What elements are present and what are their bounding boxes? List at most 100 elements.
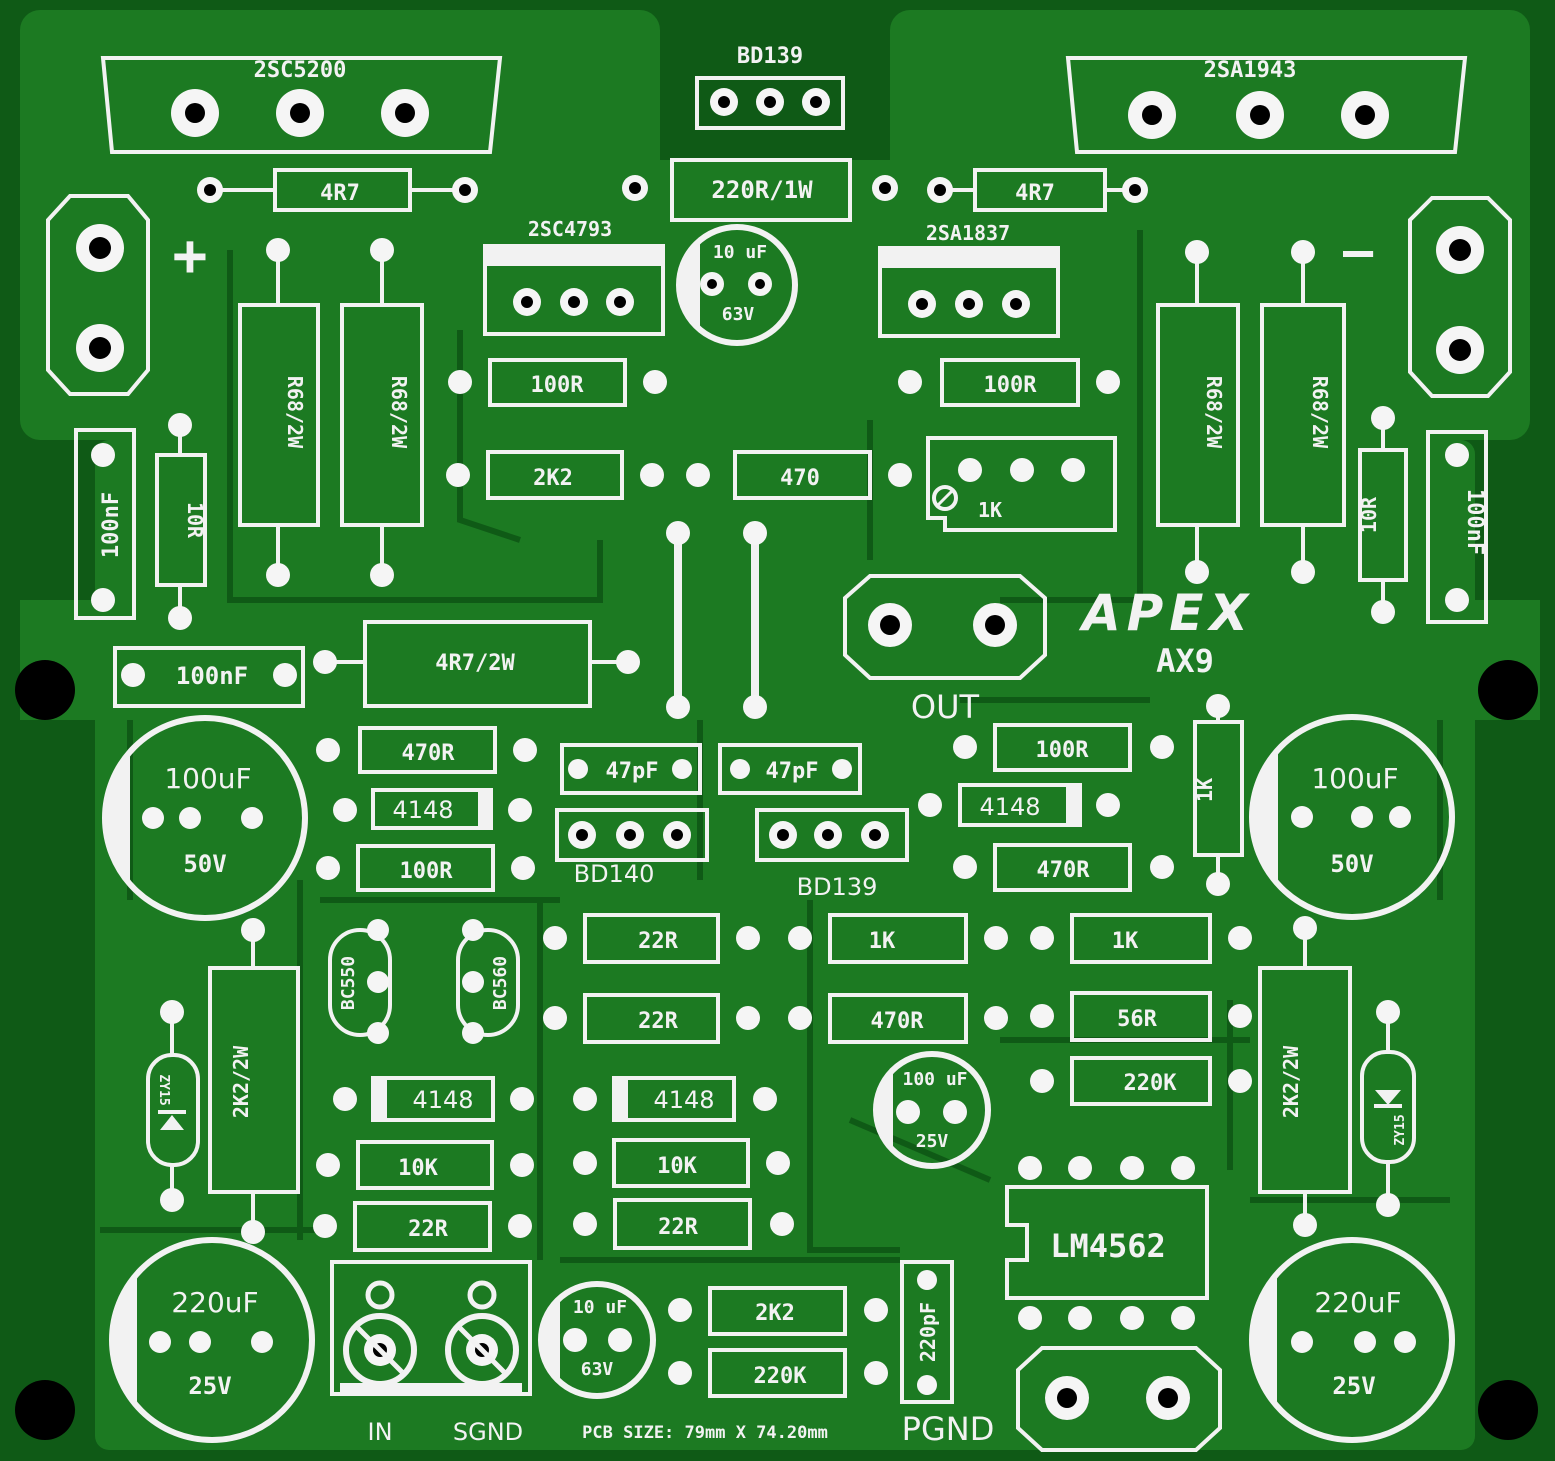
plus-label: + bbox=[173, 221, 208, 289]
cap-r-value: 100uF bbox=[1311, 762, 1398, 795]
r-r68-group: R68/2W R68/2W R68/2W R68/2W bbox=[238, 238, 1346, 587]
q-bc560: BC560 bbox=[456, 919, 520, 1044]
r-1k-vertical-label: 1K bbox=[1193, 778, 1217, 802]
r-100r-left: 100R bbox=[316, 844, 535, 892]
r-22r-right-label: 22R bbox=[658, 1215, 698, 1240]
r-220k-right-label: 220K bbox=[1124, 1071, 1178, 1096]
model-label: AX9 bbox=[1156, 642, 1214, 680]
mounting-holes bbox=[15, 660, 1538, 1440]
r-22r-left: 22R bbox=[313, 1201, 532, 1252]
r-22r-right: 22R bbox=[573, 1198, 794, 1250]
r-22r-2: 22R bbox=[543, 993, 760, 1044]
cap-100uf-left: 100uF 50V bbox=[102, 715, 308, 921]
terminal-out: OUT bbox=[843, 574, 1047, 726]
r-r68-1-label: R68/2W bbox=[283, 376, 307, 449]
q-2sa1943: 2SA1943 bbox=[1065, 56, 1468, 154]
r-22r-1: 22R bbox=[543, 913, 760, 964]
q-2sa1943-label: 2SA1943 bbox=[1204, 58, 1297, 83]
q-bc560-label: BC560 bbox=[490, 956, 511, 1010]
q-bd139-mid-label: BD139 bbox=[797, 873, 878, 901]
r-4r7-left: 4R7 bbox=[197, 168, 478, 212]
pgnd-label: PGND bbox=[902, 1410, 995, 1448]
cap-100uf-mid: 100 uF 25V bbox=[873, 1051, 991, 1169]
r-220k-right: 220K bbox=[1030, 1056, 1252, 1106]
r-22r-1-label: 22R bbox=[638, 929, 678, 954]
out-label: OUT bbox=[911, 688, 980, 726]
cap-br-value: 220uF bbox=[1314, 1286, 1401, 1319]
terminal-pgnd: PGND bbox=[902, 1346, 1222, 1452]
r-470r-left: 470R bbox=[316, 726, 537, 774]
r-10r-right: 10R bbox=[1357, 406, 1408, 624]
ic-lm4562: LM4562 bbox=[1005, 1156, 1209, 1330]
q-2sa1837: 2SA1837 bbox=[878, 221, 1060, 338]
brand-logo: APEX bbox=[1078, 584, 1254, 642]
r-470-top: 470 bbox=[686, 450, 912, 500]
q-2sc4793: 2SC4793 bbox=[483, 217, 665, 336]
r-220r-1w-label: 220R/1W bbox=[711, 176, 813, 204]
r-1k-a-label: 1K bbox=[869, 929, 896, 954]
cap-10uf-bottom: 10 uF 63V bbox=[538, 1281, 656, 1399]
pot-1k-label: 1K bbox=[978, 498, 1002, 522]
jumpers bbox=[666, 521, 767, 719]
r-470r-mid-label: 470R bbox=[871, 1009, 925, 1034]
terminal-minus: — bbox=[1343, 196, 1512, 398]
r-470-top-label: 470 bbox=[780, 466, 820, 491]
r-4r7-2w-label: 4R7/2W bbox=[435, 651, 515, 676]
r-r68-2-label: R68/2W bbox=[387, 376, 411, 449]
terminal-input: IN SGND bbox=[330, 1260, 532, 1446]
r-470r-left-label: 470R bbox=[402, 741, 456, 766]
cap-10uf-top: 10 uF 63V bbox=[676, 224, 798, 346]
r-470r-right-label: 470R bbox=[1037, 858, 1091, 883]
c-100nf-horizontal: 100nF bbox=[113, 646, 305, 708]
cap-100uf-right: 100uF 50V bbox=[1249, 714, 1455, 920]
r-220k-bottom-label: 220K bbox=[754, 1364, 808, 1389]
cap-220uf-right: 220uF 25V bbox=[1249, 1237, 1455, 1443]
r-2k2-2w-left: 2K2/2W bbox=[208, 918, 300, 1244]
r-4r7-right: 4R7 bbox=[927, 168, 1148, 212]
r-2k2-2w-right-label: 2K2/2W bbox=[1279, 1045, 1303, 1118]
r-10r-left-label: 10R bbox=[183, 502, 207, 539]
r-470r-mid: 470R bbox=[788, 993, 1008, 1044]
d-4148-3: 4148 bbox=[333, 1076, 534, 1122]
q-2sa1837-label: 2SA1837 bbox=[926, 221, 1010, 245]
z-zy15-right: ZY15 bbox=[1360, 1000, 1416, 1217]
r-10k-right-label: 10K bbox=[657, 1154, 697, 1179]
c-47pf-2: 47pF bbox=[718, 743, 862, 795]
r-100r-tl-label: 100R bbox=[531, 373, 585, 398]
r-10r-right-label: 10R bbox=[1357, 496, 1381, 533]
c-100nf-right-label: 100nF bbox=[1462, 489, 1487, 555]
r-22r-2-label: 22R bbox=[638, 1009, 678, 1034]
cap-mid-voltage: 25V bbox=[916, 1131, 949, 1152]
r-2k2-2w-left-label: 2K2/2W bbox=[229, 1045, 253, 1118]
d-4148-4: 4148 bbox=[573, 1076, 777, 1122]
cap-l-value: 100uF bbox=[164, 762, 251, 795]
r-r68-3-label: R68/2W bbox=[1202, 376, 1226, 449]
r-220r-1w: 220R/1W bbox=[622, 158, 898, 222]
q-bd140-label: BD140 bbox=[574, 860, 655, 888]
c-100nf-left-label: 100nF bbox=[99, 492, 124, 558]
r-220k-bottom: 220K bbox=[668, 1348, 888, 1398]
c-100nf-right: 100nF bbox=[1426, 430, 1488, 624]
c-220pf: 220pF bbox=[900, 1260, 954, 1404]
cap-r-voltage: 50V bbox=[1330, 850, 1373, 878]
cap-top-voltage: 63V bbox=[722, 304, 755, 325]
d-4148-1-label: 4148 bbox=[392, 796, 453, 824]
q-bc550: BC550 bbox=[328, 919, 392, 1044]
cap-mid-value: 100 uF bbox=[902, 1069, 967, 1090]
q-2sc5200: 2SC5200 bbox=[100, 56, 503, 154]
r-4r7-left-label: 4R7 bbox=[320, 181, 360, 206]
r-4r7-2w: 4R7/2W bbox=[313, 620, 640, 708]
q-bd139-top-label: BD139 bbox=[737, 44, 803, 69]
r-2k2-top-label: 2K2 bbox=[533, 466, 573, 491]
r-22r-left-label: 22R bbox=[408, 1217, 448, 1242]
cap-bot-voltage: 63V bbox=[581, 1359, 614, 1380]
q-bd139-top: BD139 bbox=[695, 44, 845, 130]
c-100nf-left: 100nF bbox=[74, 428, 136, 620]
z-zy15-right-label: ZY15 bbox=[1393, 1114, 1408, 1145]
r-10k-left-label: 10K bbox=[398, 1156, 438, 1181]
q-2sc4793-label: 2SC4793 bbox=[528, 217, 612, 241]
cap-220uf-left: 220uF 25V bbox=[109, 1237, 315, 1443]
r-56r-label: 56R bbox=[1117, 1007, 1157, 1032]
r-100r-top-left: 100R bbox=[448, 358, 667, 407]
